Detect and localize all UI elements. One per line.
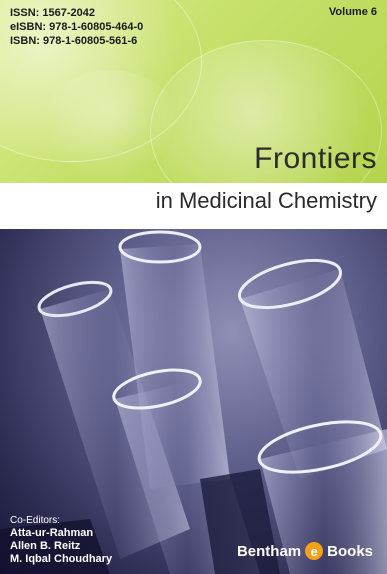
- publisher-name-part1: Bentham: [236, 542, 302, 560]
- identifier-block: ISSN: 1567-2042 eISBN: 978-1-60805-464-0…: [10, 6, 143, 48]
- issn-text: ISSN: 1567-2042: [10, 7, 95, 19]
- cover-top-band: ISSN: 1567-2042 eISBN: 978-1-60805-464-0…: [0, 0, 387, 183]
- publisher-name-part2: Books: [327, 542, 373, 560]
- editor-name: Allen B. Reitz: [10, 540, 81, 552]
- test-tubes-photo: Co-Editors: Atta-ur-Rahman Allen B. Reit…: [0, 229, 387, 574]
- test-tube: [238, 258, 387, 479]
- cover-title: Frontiers: [254, 142, 377, 175]
- subtitle-band: [0, 183, 387, 229]
- test-tube: [257, 420, 387, 574]
- publisher-brand: Bentham e Books: [237, 542, 373, 560]
- decorative-bubble: [150, 40, 382, 183]
- isbn-text: ISBN: 978-1-60805-561-6: [10, 35, 138, 47]
- editor-name: M. Iqbal Choudhary: [10, 553, 113, 565]
- coeditors-block: Co-Editors: Atta-ur-Rahman Allen B. Reit…: [10, 514, 112, 566]
- bentham-e-logo-icon: e: [305, 542, 324, 560]
- eisbn-text: eISBN: 978-1-60805-464-0: [10, 21, 144, 33]
- coeditors-label: Co-Editors:: [10, 515, 61, 526]
- decorative-bubble: [40, 70, 180, 180]
- cover-subtitle: in Medicinal Chemistry: [155, 188, 377, 213]
- volume-label: Volume 6: [328, 6, 377, 18]
- test-tubes-illustration: [0, 230, 387, 574]
- editor-name: Atta-ur-Rahman: [10, 527, 94, 539]
